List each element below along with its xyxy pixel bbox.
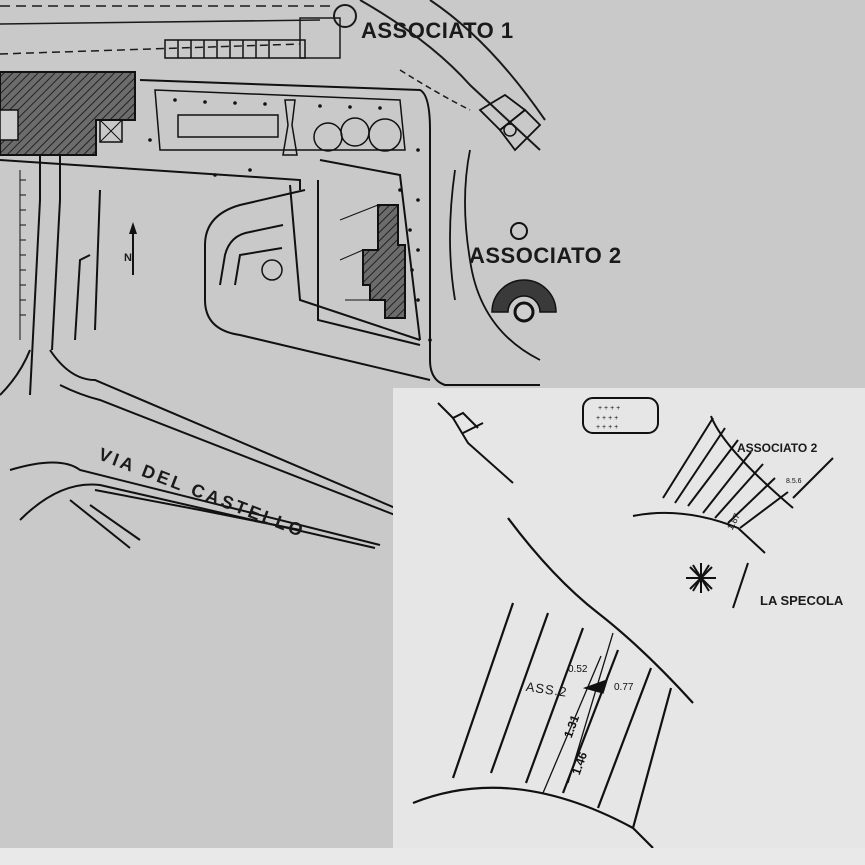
main-building [0, 71, 136, 156]
inset-north-symbol [437, 402, 514, 484]
associato-2-area [449, 93, 542, 361]
tree-dots [148, 98, 432, 342]
garden-block [139, 79, 540, 386]
top-boundary-lines [0, 0, 546, 151]
inset-lower-plot [412, 517, 694, 848]
svg-text:+ + + +: + + + + [598, 405, 620, 412]
dimension-856: 8.5.6 [786, 478, 802, 485]
svg-text:+ + + +: + + + + [596, 415, 618, 422]
svg-text:+ + + +: + + + + [596, 424, 618, 431]
edge-ticks [19, 170, 26, 340]
inset-associato-2-label: ASSOCIATO 2 [737, 441, 818, 455]
associato-1-marker [299, 4, 357, 59]
detail-inset-drawing: + + + + + + + + + + + + [412, 397, 834, 848]
parking-row [164, 39, 306, 59]
north-label: N [124, 252, 132, 264]
inset-dimension-lines [542, 632, 614, 794]
inset-upper-plot [632, 415, 834, 609]
detail-inset: + + + + + + + + + + + + [393, 388, 865, 848]
bottom-margin [0, 848, 865, 865]
via-del-castello-road [0, 155, 401, 549]
inset-star-symbol [686, 563, 716, 593]
central-building [339, 204, 406, 319]
associato-1-label: ASSOCIATO 1 [361, 18, 514, 43]
inner-road [204, 159, 431, 381]
associato-2-label: ASSOCIATO 2 [469, 243, 622, 268]
dimension-077: 0.77 [614, 682, 634, 693]
north-arrow [129, 222, 137, 275]
dimension-052: 0.52 [568, 664, 588, 675]
la-specola-label: LA SPECOLA [760, 593, 844, 608]
associato-2-fan-symbol [491, 279, 557, 323]
inset-tree-cluster: + + + + + + + + + + + + [582, 397, 659, 434]
